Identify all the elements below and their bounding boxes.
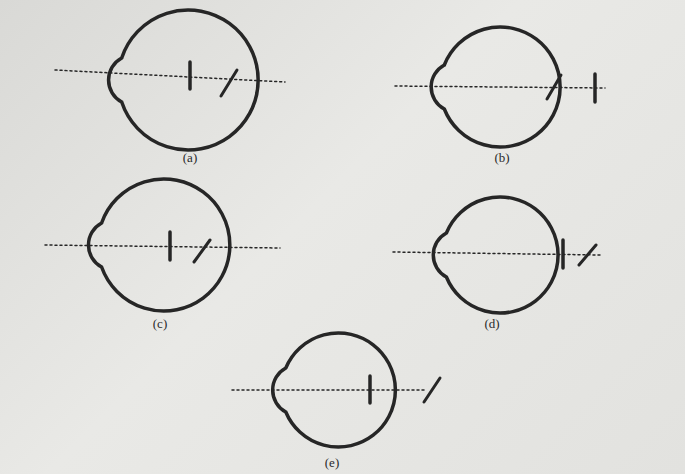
eye-a <box>55 10 285 150</box>
figure-label: (e) <box>325 456 339 469</box>
figure-label: (d) <box>484 317 499 330</box>
eye-c <box>45 179 280 311</box>
eye-b <box>395 27 605 147</box>
figure-label: (a) <box>183 151 197 164</box>
figure-label: (b) <box>494 151 509 164</box>
eye-d <box>393 197 600 313</box>
eye-e <box>232 333 440 447</box>
figure-label: (c) <box>153 317 167 330</box>
